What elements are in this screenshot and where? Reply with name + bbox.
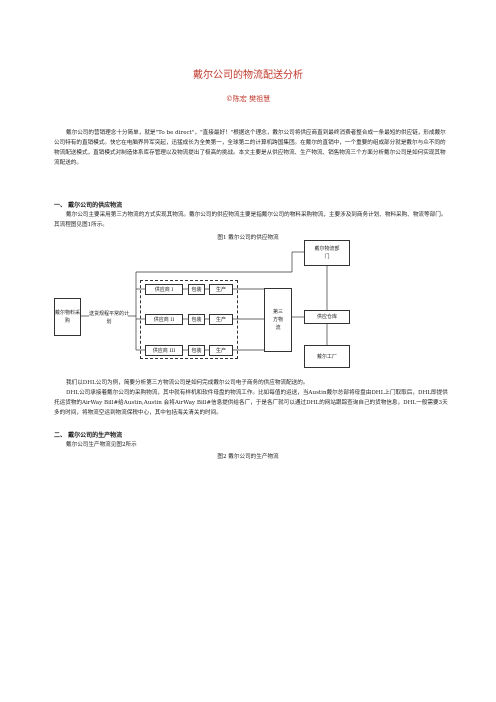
article-authors: ©陈宏 樊祖慧: [225, 95, 271, 103]
plan-center-box: 供应仓库: [304, 310, 350, 324]
section1-heading: 一、 戴尔公司的供应物流: [54, 202, 123, 209]
supplier-1-produce: 生产: [209, 284, 233, 295]
supplier-2-box: 供应商 II: [145, 314, 183, 325]
after-fig1-paragraph-2: DHL公司承接着戴尔公司的采购物流，其中就有样机和软件母盘的物流工作。比如每值的…: [54, 390, 448, 416]
supplier-3-pack: 包装: [188, 345, 205, 356]
supplier-2-pack: 包装: [188, 314, 205, 325]
dell-purchase-box: 戴尔物料采购: [54, 298, 81, 336]
intro-paragraph: 戴尔公司的营销理念十分简单，就是"To be direct"，"直接最好！"根据…: [54, 130, 446, 166]
dell-dept-box: 戴尔物流部门: [304, 240, 350, 266]
section2-heading: 二、 戴尔公司的生产物流: [54, 432, 123, 439]
dell-factory-box: 戴尔工厂: [304, 345, 350, 368]
third-party-box: 第三方物流: [264, 288, 292, 352]
section1-paragraph: 戴尔公司主要采用第三方物流的方式实现其物流。戴尔公司的供应物流主要是指戴尔公司的…: [54, 212, 447, 228]
figure2-caption: 图2 戴尔公司的生产物流: [217, 454, 279, 460]
after-fig1-paragraph-1: 我们以DHL公司为例，简要分析第三方物流公司是如何完成戴尔公司电子商务的供应物流…: [66, 380, 309, 386]
supplier-2-produce: 生产: [209, 314, 233, 325]
figure1-caption: 图1 戴尔公司的供应物流: [217, 235, 279, 241]
supplier-3-produce: 生产: [209, 345, 233, 356]
suppliers-group: [140, 280, 238, 359]
supplier-1-box: 供应商 I: [145, 284, 183, 295]
supplier-1-pack: 包装: [188, 284, 205, 295]
supplier-3-box: 供应商 III: [145, 345, 183, 356]
section2-paragraph: 戴尔公司生产物流见图2所示: [66, 442, 137, 448]
send-plan-label: 送货规程平常的计划: [89, 311, 130, 325]
article-title: 戴尔公司的物流配送分析: [193, 70, 303, 81]
